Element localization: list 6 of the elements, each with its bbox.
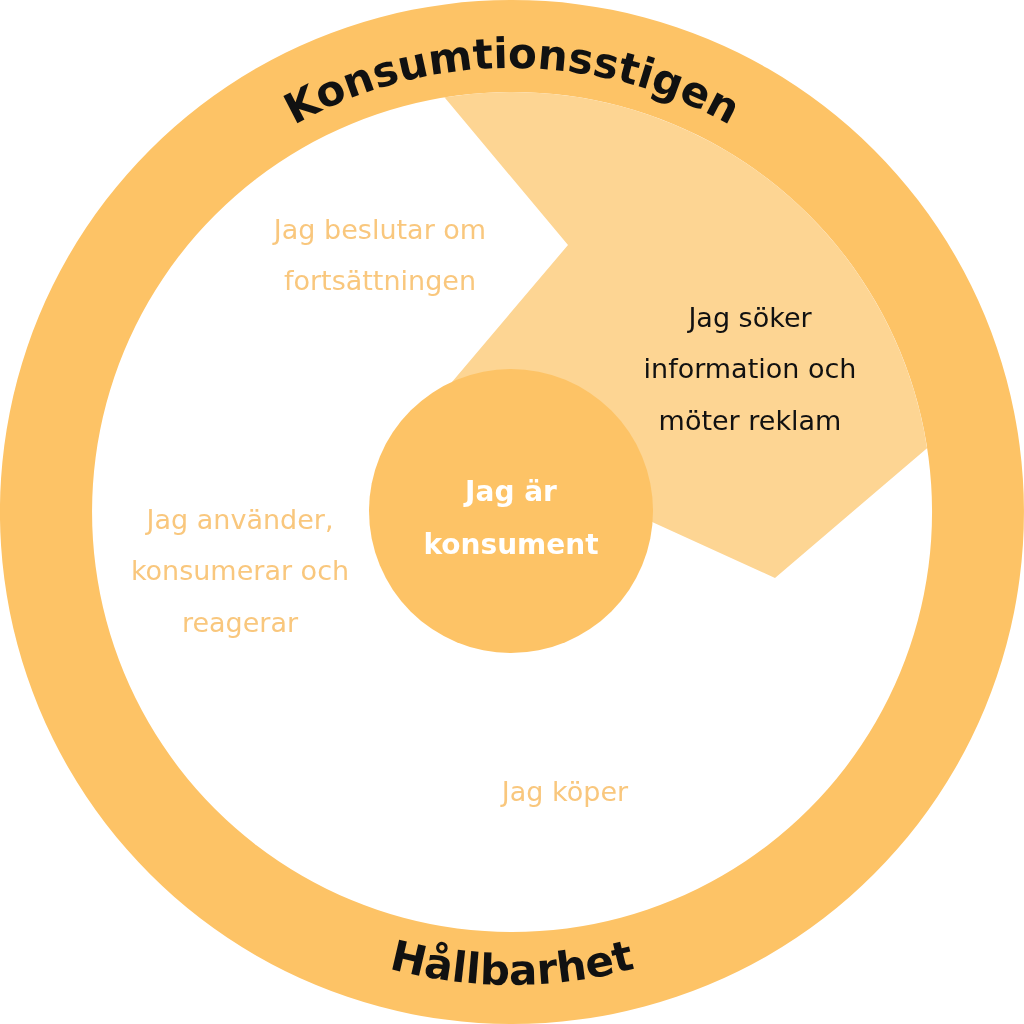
step-text: Jag beslutar om fortsättningen — [271, 213, 488, 299]
ring-title: Hållbarhet — [386, 930, 638, 996]
segment-text: Jag söker information och möter reklam — [642, 301, 858, 438]
center-text: Jag är konsument — [422, 474, 600, 564]
step-text: Jag använder, konsumerar och reagerar — [129, 503, 351, 640]
step-text: Jag köper — [499, 775, 630, 809]
